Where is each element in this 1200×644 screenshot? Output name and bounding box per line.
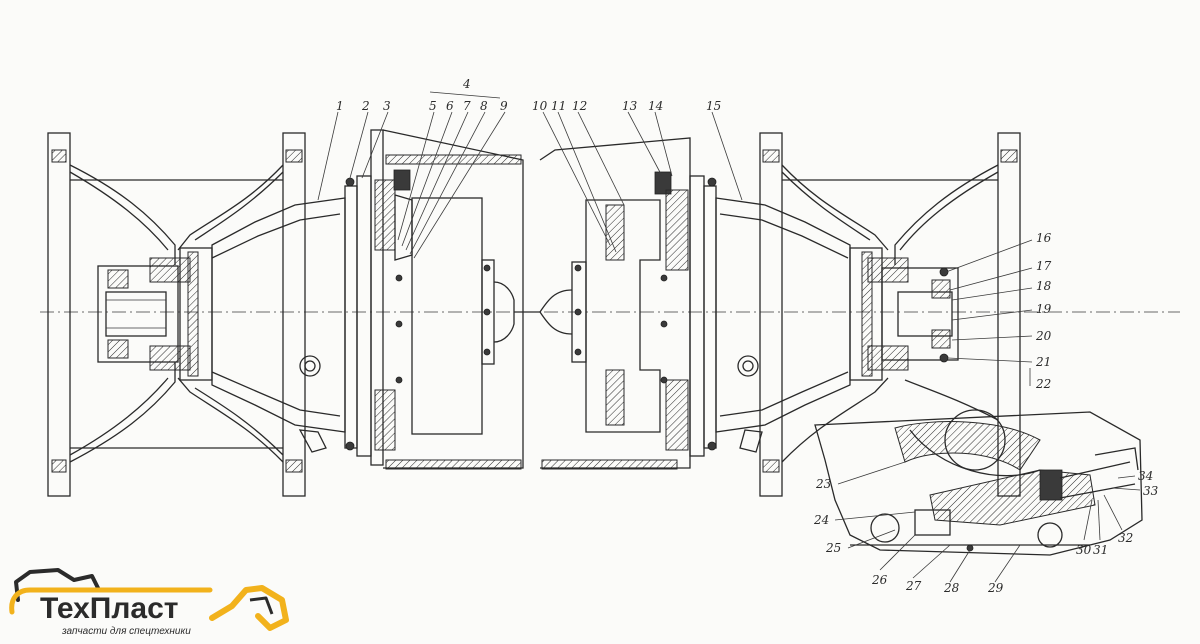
callout-labels: 1 2 3 4 5 6 7 8 9 10 11 12 13 14 15 16 1… xyxy=(336,77,1159,595)
left-brake-section xyxy=(374,129,540,470)
left-hub-assembly xyxy=(97,247,213,381)
callout-3: 3 xyxy=(383,99,391,113)
excavator-arm-icon xyxy=(209,585,289,631)
callout-13: 13 xyxy=(622,99,638,113)
callout-5: 5 xyxy=(429,99,437,113)
callout-6: 6 xyxy=(446,99,454,113)
callout-34: 34 xyxy=(1138,469,1153,483)
callout-22: 22 xyxy=(1035,377,1051,391)
callout-9: 9 xyxy=(500,99,508,113)
callout-17: 17 xyxy=(1036,259,1052,273)
excavator-outline-icon xyxy=(14,568,100,602)
callout-21: 21 xyxy=(1035,355,1051,369)
left-axle-housing xyxy=(211,197,346,453)
right-brake-section xyxy=(539,137,691,470)
callout-15: 15 xyxy=(706,99,721,113)
callout-7: 7 xyxy=(463,99,471,113)
callout-31: 31 xyxy=(1093,543,1108,557)
brand-name: ТехПласт xyxy=(40,592,179,625)
callout-26: 26 xyxy=(871,573,888,587)
callout-20: 20 xyxy=(1035,329,1052,343)
callout-11: 11 xyxy=(551,99,566,113)
callout-33: 33 xyxy=(1143,484,1159,498)
callout-29: 29 xyxy=(987,581,1004,595)
callout-14: 14 xyxy=(648,99,663,113)
inset-detail-section xyxy=(814,409,1143,556)
callout-25: 25 xyxy=(825,541,841,555)
callout-1: 1 xyxy=(336,99,344,113)
right-axle-housing xyxy=(715,197,851,453)
callout-28: 28 xyxy=(943,581,960,595)
callout-leaders xyxy=(317,91,1141,583)
brand-logo: ТехПласт запчасти для спецтехники xyxy=(9,568,289,637)
brand-tagline: запчасти для спецтехники xyxy=(61,626,191,637)
callout-27: 27 xyxy=(905,579,922,593)
callout-19: 19 xyxy=(1036,302,1052,316)
callout-18: 18 xyxy=(1036,279,1052,293)
callout-24: 24 xyxy=(813,513,829,527)
callout-23: 23 xyxy=(815,477,832,491)
right-flange-stack xyxy=(689,175,717,457)
callout-30: 30 xyxy=(1076,543,1092,557)
left-wheel-rim xyxy=(47,132,306,497)
callout-32: 32 xyxy=(1118,531,1133,545)
logo-swoosh xyxy=(9,587,213,615)
callout-10: 10 xyxy=(532,99,548,113)
callout-16: 16 xyxy=(1036,231,1052,245)
right-hub-assembly xyxy=(849,247,959,381)
callout-12: 12 xyxy=(572,99,587,113)
callout-4: 4 xyxy=(462,77,471,91)
callout-8: 8 xyxy=(480,99,488,113)
callout-2: 2 xyxy=(361,99,370,113)
